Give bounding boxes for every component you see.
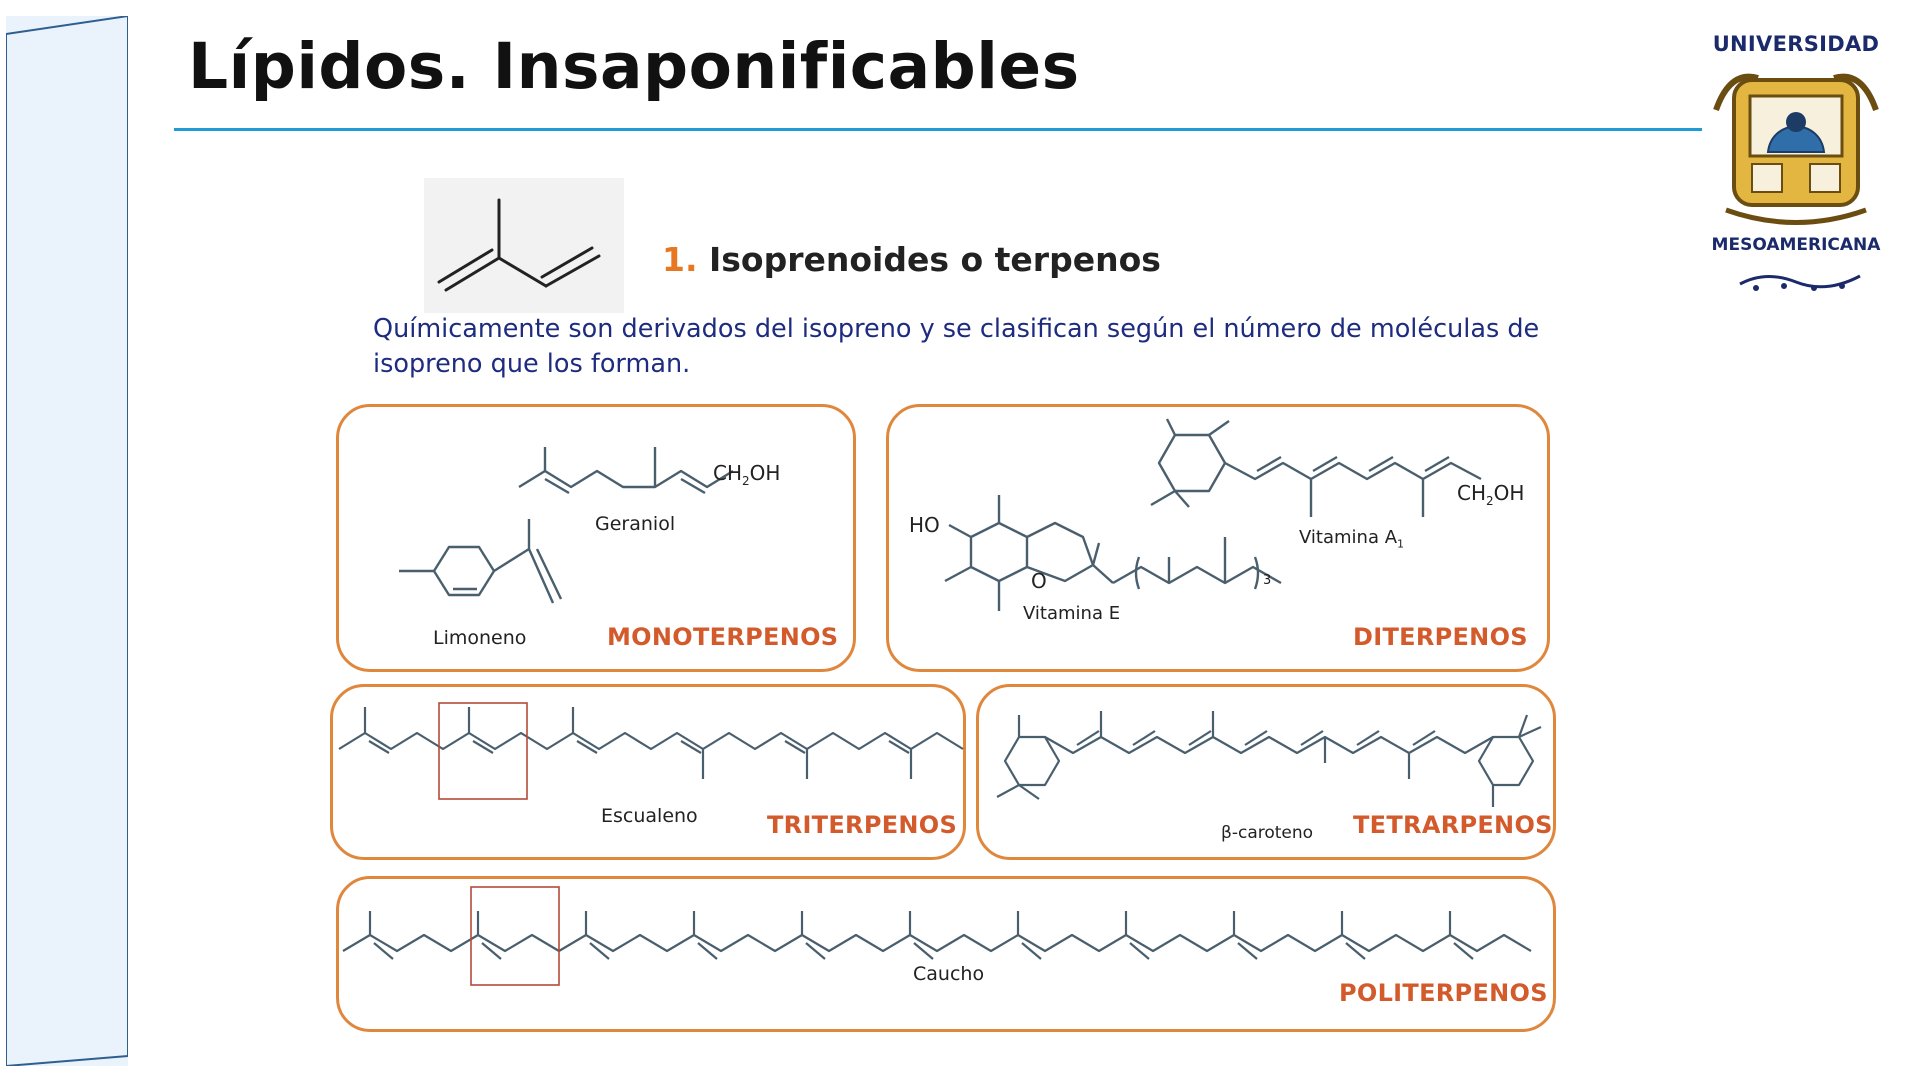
vitamina-e-label: Vitamina E xyxy=(1023,603,1121,624)
caucho-double-bond xyxy=(481,942,502,960)
oxygen-atom-label: O xyxy=(1031,569,1047,593)
escualeno-structure xyxy=(338,702,964,800)
politerpenos-label: POLITERPENOS xyxy=(1339,979,1548,1007)
monoterpenos-structures xyxy=(399,447,734,604)
monoterpenos-card: CH2OH Geraniol Limoneno MONOTERPENOS xyxy=(336,404,856,672)
caucho-structure xyxy=(342,886,1532,986)
diterpenos-card: CH2OH Vitamina A1 HO O 3 Vitamina E DITE… xyxy=(886,404,1550,672)
university-logo: UNIVERSIDAD MESOAMERICANA xyxy=(1696,22,1896,302)
intro-paragraph: Químicamente son derivados del isopreno … xyxy=(373,314,1540,379)
diterpenos-label: DITERPENOS xyxy=(1353,623,1528,651)
caucho-backbone xyxy=(342,933,1532,953)
ho-group-label: HO xyxy=(909,513,940,537)
politerpenos-card: Caucho POLITERPENOS xyxy=(336,876,1556,1032)
logo-footprints-icon xyxy=(1739,274,1861,291)
caucho-label: Caucho xyxy=(913,963,985,985)
slide-title: Lípidos. Insaponificables xyxy=(188,30,1080,103)
geraniol-label: Geraniol xyxy=(595,513,676,535)
diterpenos-structures xyxy=(944,418,1482,611)
caucho-double-bond xyxy=(373,942,394,960)
beta-caroteno-label: β-caroteno xyxy=(1221,823,1314,843)
section-heading-text: Isoprenoides o terpenos xyxy=(709,240,1161,279)
isoprene-structure-icon xyxy=(424,178,624,313)
triterpenos-label: TRITERPENOS xyxy=(767,811,958,839)
caucho-double-bond xyxy=(697,942,718,960)
caucho-double-bond xyxy=(913,942,934,960)
caucho-double-bond xyxy=(1453,942,1474,960)
geraniol-ch2oh-formula: CH2OH xyxy=(713,461,781,488)
logo-top-text: UNIVERSIDAD xyxy=(1712,32,1880,56)
vitamina-a-label: Vitamina A1 xyxy=(1299,527,1405,551)
section-number: 1. xyxy=(662,240,698,279)
escualeno-label: Escualeno xyxy=(601,805,698,827)
caucho-double-bond xyxy=(1021,942,1042,960)
tetrarpenos-card: β-caroteno TETRARPENOS xyxy=(976,684,1556,860)
caucho-double-bond xyxy=(589,942,610,960)
section-heading: 1. Isoprenoides o terpenos xyxy=(662,240,1161,279)
title-divider xyxy=(174,128,1702,131)
caucho-double-bond xyxy=(1237,942,1258,960)
caucho-double-bond xyxy=(805,942,826,960)
vitamina-a-ch2oh-formula: CH2OH xyxy=(1457,481,1525,508)
caucho-double-bond xyxy=(1345,942,1366,960)
tetrarpenos-label: TETRARPENOS xyxy=(1353,811,1553,839)
left-decorative-panel xyxy=(6,16,128,1066)
mayan-emblem-icon xyxy=(1713,73,1879,225)
logo-bottom-text: MESOAMERICANA xyxy=(1711,235,1881,255)
repeat-subscript-label: 3 xyxy=(1263,573,1272,588)
monoterpenos-label: MONOTERPENOS xyxy=(607,623,839,651)
beta-caroteno-structure xyxy=(996,711,1542,807)
limoneno-label: Limoneno xyxy=(433,627,527,649)
caucho-double-bond xyxy=(1129,942,1150,960)
triterpenos-card: Escualeno TRITERPENOS xyxy=(330,684,966,860)
